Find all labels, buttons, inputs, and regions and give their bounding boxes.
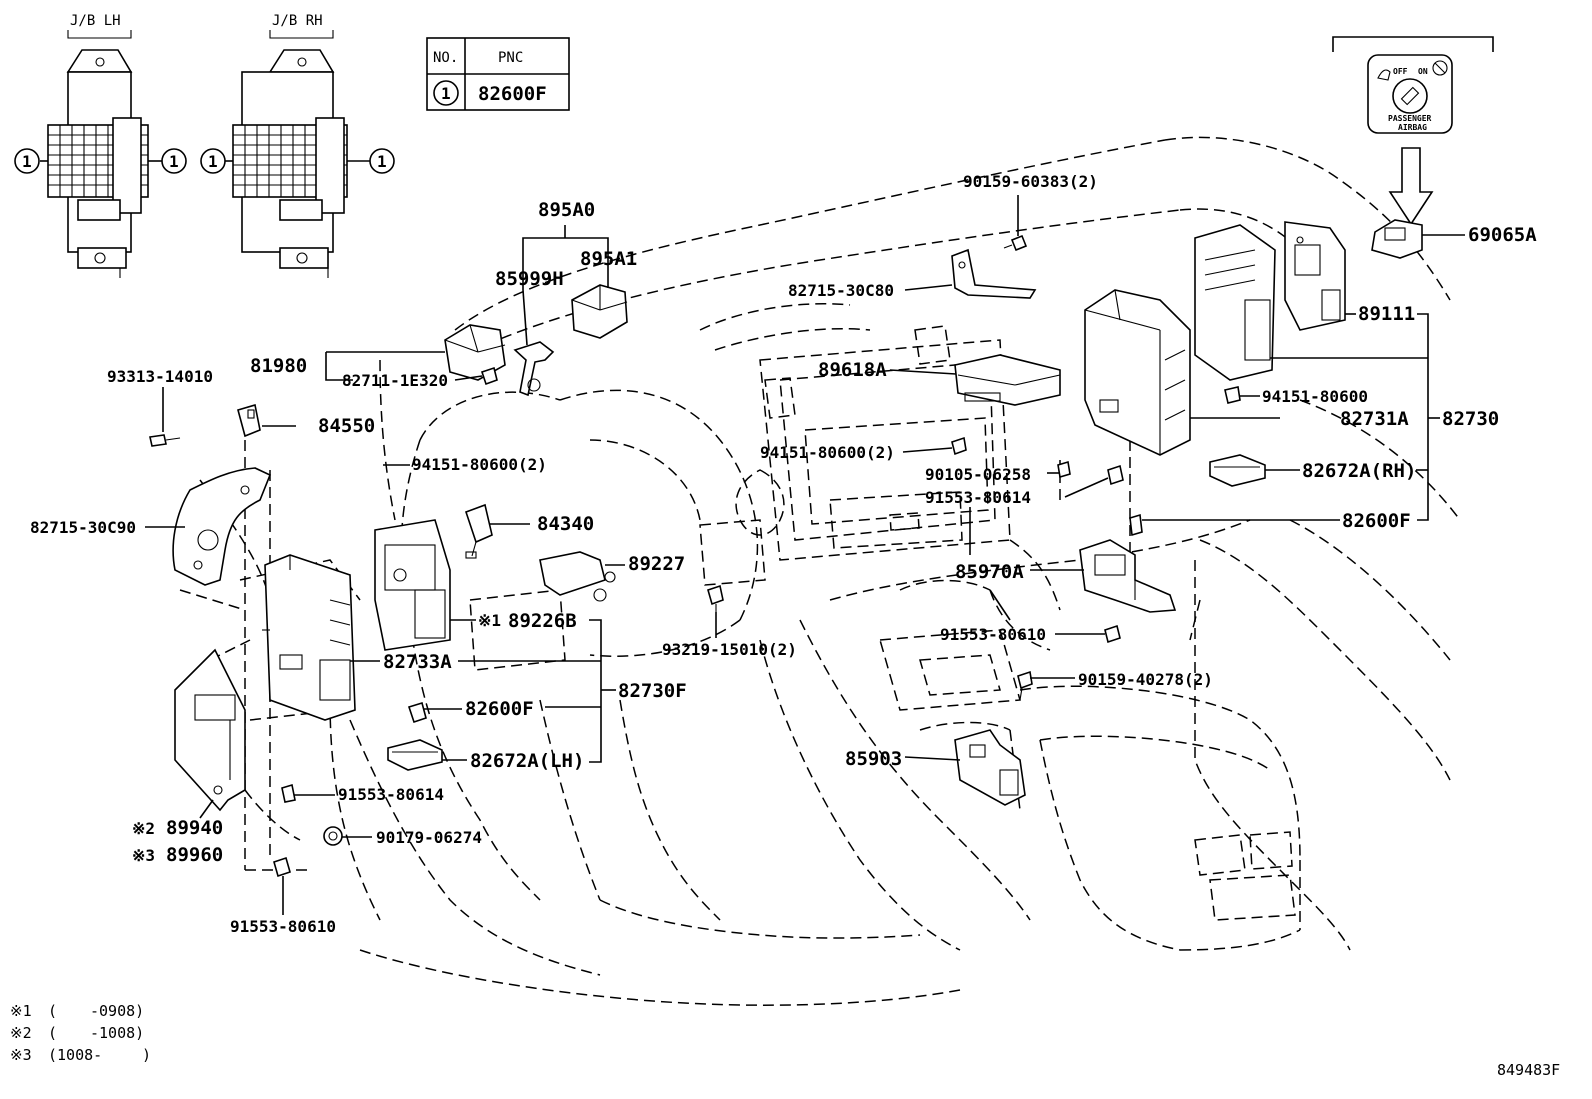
label-89111: 89111	[1358, 303, 1415, 325]
footnote-1-open: (	[48, 1002, 57, 1020]
airbag-prohibited-icon	[1432, 60, 1448, 76]
jb-rh-callout-right: 1	[377, 152, 387, 171]
label-89960-mark: ※3	[132, 846, 155, 865]
label-82730F: 82730F	[618, 680, 687, 702]
label-82711-1E320: 82711-1E320	[342, 371, 448, 390]
pnc-table-header-pnc: PNC	[498, 50, 523, 66]
jb-lh-title: J/B LH	[70, 13, 121, 29]
label-82672A-LH: 82672A(LH)	[470, 750, 584, 772]
label-895A0: 895A0	[538, 199, 595, 221]
label-94151-80600-2-center: 94151-80600(2)	[760, 443, 895, 462]
footnote-3-open: (1008-	[48, 1046, 102, 1064]
airbag-indicator-inset: OFF ON PASSENGER AIRBAG	[1332, 36, 1494, 226]
label-81980: 81980	[250, 355, 307, 377]
label-82600F-left: 82600F	[465, 698, 534, 720]
part-graphics	[149, 219, 1423, 878]
footnote-3-mark: ※3	[10, 1046, 32, 1064]
jb-lh-callout-left: 1	[22, 152, 32, 171]
jb-rh-diagram: J/B RH 1 1	[200, 13, 395, 278]
label-85999H: 85999H	[495, 268, 564, 290]
label-94151-80600-2-left: 94151-80600(2)	[412, 455, 547, 474]
label-89226B-mark: ※1	[478, 611, 501, 630]
label-895A1: 895A1	[580, 248, 637, 270]
label-91553-80610-right: 91553-80610	[940, 625, 1046, 644]
down-arrow-icon	[1388, 147, 1434, 226]
leader-lines	[145, 195, 1465, 915]
label-82715-30C80: 82715-30C80	[788, 281, 894, 300]
footnote-2-open: (	[48, 1024, 57, 1042]
label-91553-80614-left: 91553-80614	[338, 785, 444, 804]
diagram-id: 849483F	[1497, 1061, 1560, 1079]
jb-rh-callout-left: 1	[208, 152, 218, 171]
label-94151-80600-right: 94151-80600	[1262, 387, 1368, 406]
label-85970A: 85970A	[955, 561, 1024, 583]
airbag-on-label: ON	[1418, 67, 1428, 76]
label-89618A: 89618A	[818, 359, 887, 381]
jb-rh-title: J/B RH	[272, 13, 323, 29]
label-90159-40278-2: 90159-40278(2)	[1078, 670, 1213, 689]
footnote-1-mark: ※1	[10, 1002, 32, 1020]
label-82672A-RH: 82672A(RH)	[1302, 460, 1416, 482]
label-82715-30C90: 82715-30C90	[30, 518, 136, 537]
dashboard-outline	[179, 136, 1461, 1006]
label-82730: 82730	[1442, 408, 1499, 430]
label-90105-06258: 90105-06258	[925, 465, 1031, 484]
label-69065A: 69065A	[1468, 224, 1537, 246]
part-labels: 895A0 895A1 85999H 81980 82711-1E320 933…	[30, 172, 1537, 936]
label-89940-mark: ※2	[132, 819, 155, 838]
airbag-label-line1: PASSENGER	[1388, 114, 1432, 123]
label-82731A: 82731A	[1340, 408, 1409, 430]
label-93219-15010-2: 93219-15010(2)	[662, 640, 797, 659]
label-84550: 84550	[318, 415, 375, 437]
label-82600F-right: 82600F	[1342, 510, 1411, 532]
label-89226B: 89226B	[508, 610, 577, 632]
label-90179-06274: 90179-06274	[376, 828, 482, 847]
label-84340: 84340	[537, 513, 594, 535]
footnote-2-mark: ※2	[10, 1024, 32, 1042]
jb-lh-callout-right: 1	[169, 152, 179, 171]
airbag-off-label: OFF	[1393, 67, 1408, 76]
pnc-table-row-pnc: 82600F	[478, 83, 547, 105]
footnotes: ※1 ( -0908) ※2 ( -1008) ※3 (1008- )	[10, 1002, 151, 1064]
pnc-table-row-no: 1	[441, 84, 451, 103]
label-90159-60383-2: 90159-60383(2)	[963, 172, 1098, 191]
footnote-1-range: -0908)	[90, 1002, 144, 1020]
pnc-table: NO. PNC 1 82600F	[426, 37, 570, 111]
label-89227: 89227	[628, 553, 685, 575]
passenger-seat-icon	[1377, 69, 1391, 81]
label-89940: 89940	[166, 817, 223, 839]
pnc-table-header-no: NO.	[433, 50, 458, 66]
footnote-2-range: -1008)	[90, 1024, 144, 1042]
label-85903: 85903	[845, 748, 902, 770]
label-91553-80610-left: 91553-80610	[230, 917, 336, 936]
label-91553-80614-right: 91553-80614	[925, 488, 1031, 507]
label-89960: 89960	[166, 844, 223, 866]
label-93313-14010: 93313-14010	[107, 367, 213, 386]
label-82733A: 82733A	[383, 651, 452, 673]
airbag-label-line2: AIRBAG	[1398, 123, 1427, 132]
jb-lh-diagram: J/B LH 1 1	[14, 13, 187, 278]
footnote-3-range: )	[142, 1046, 151, 1064]
